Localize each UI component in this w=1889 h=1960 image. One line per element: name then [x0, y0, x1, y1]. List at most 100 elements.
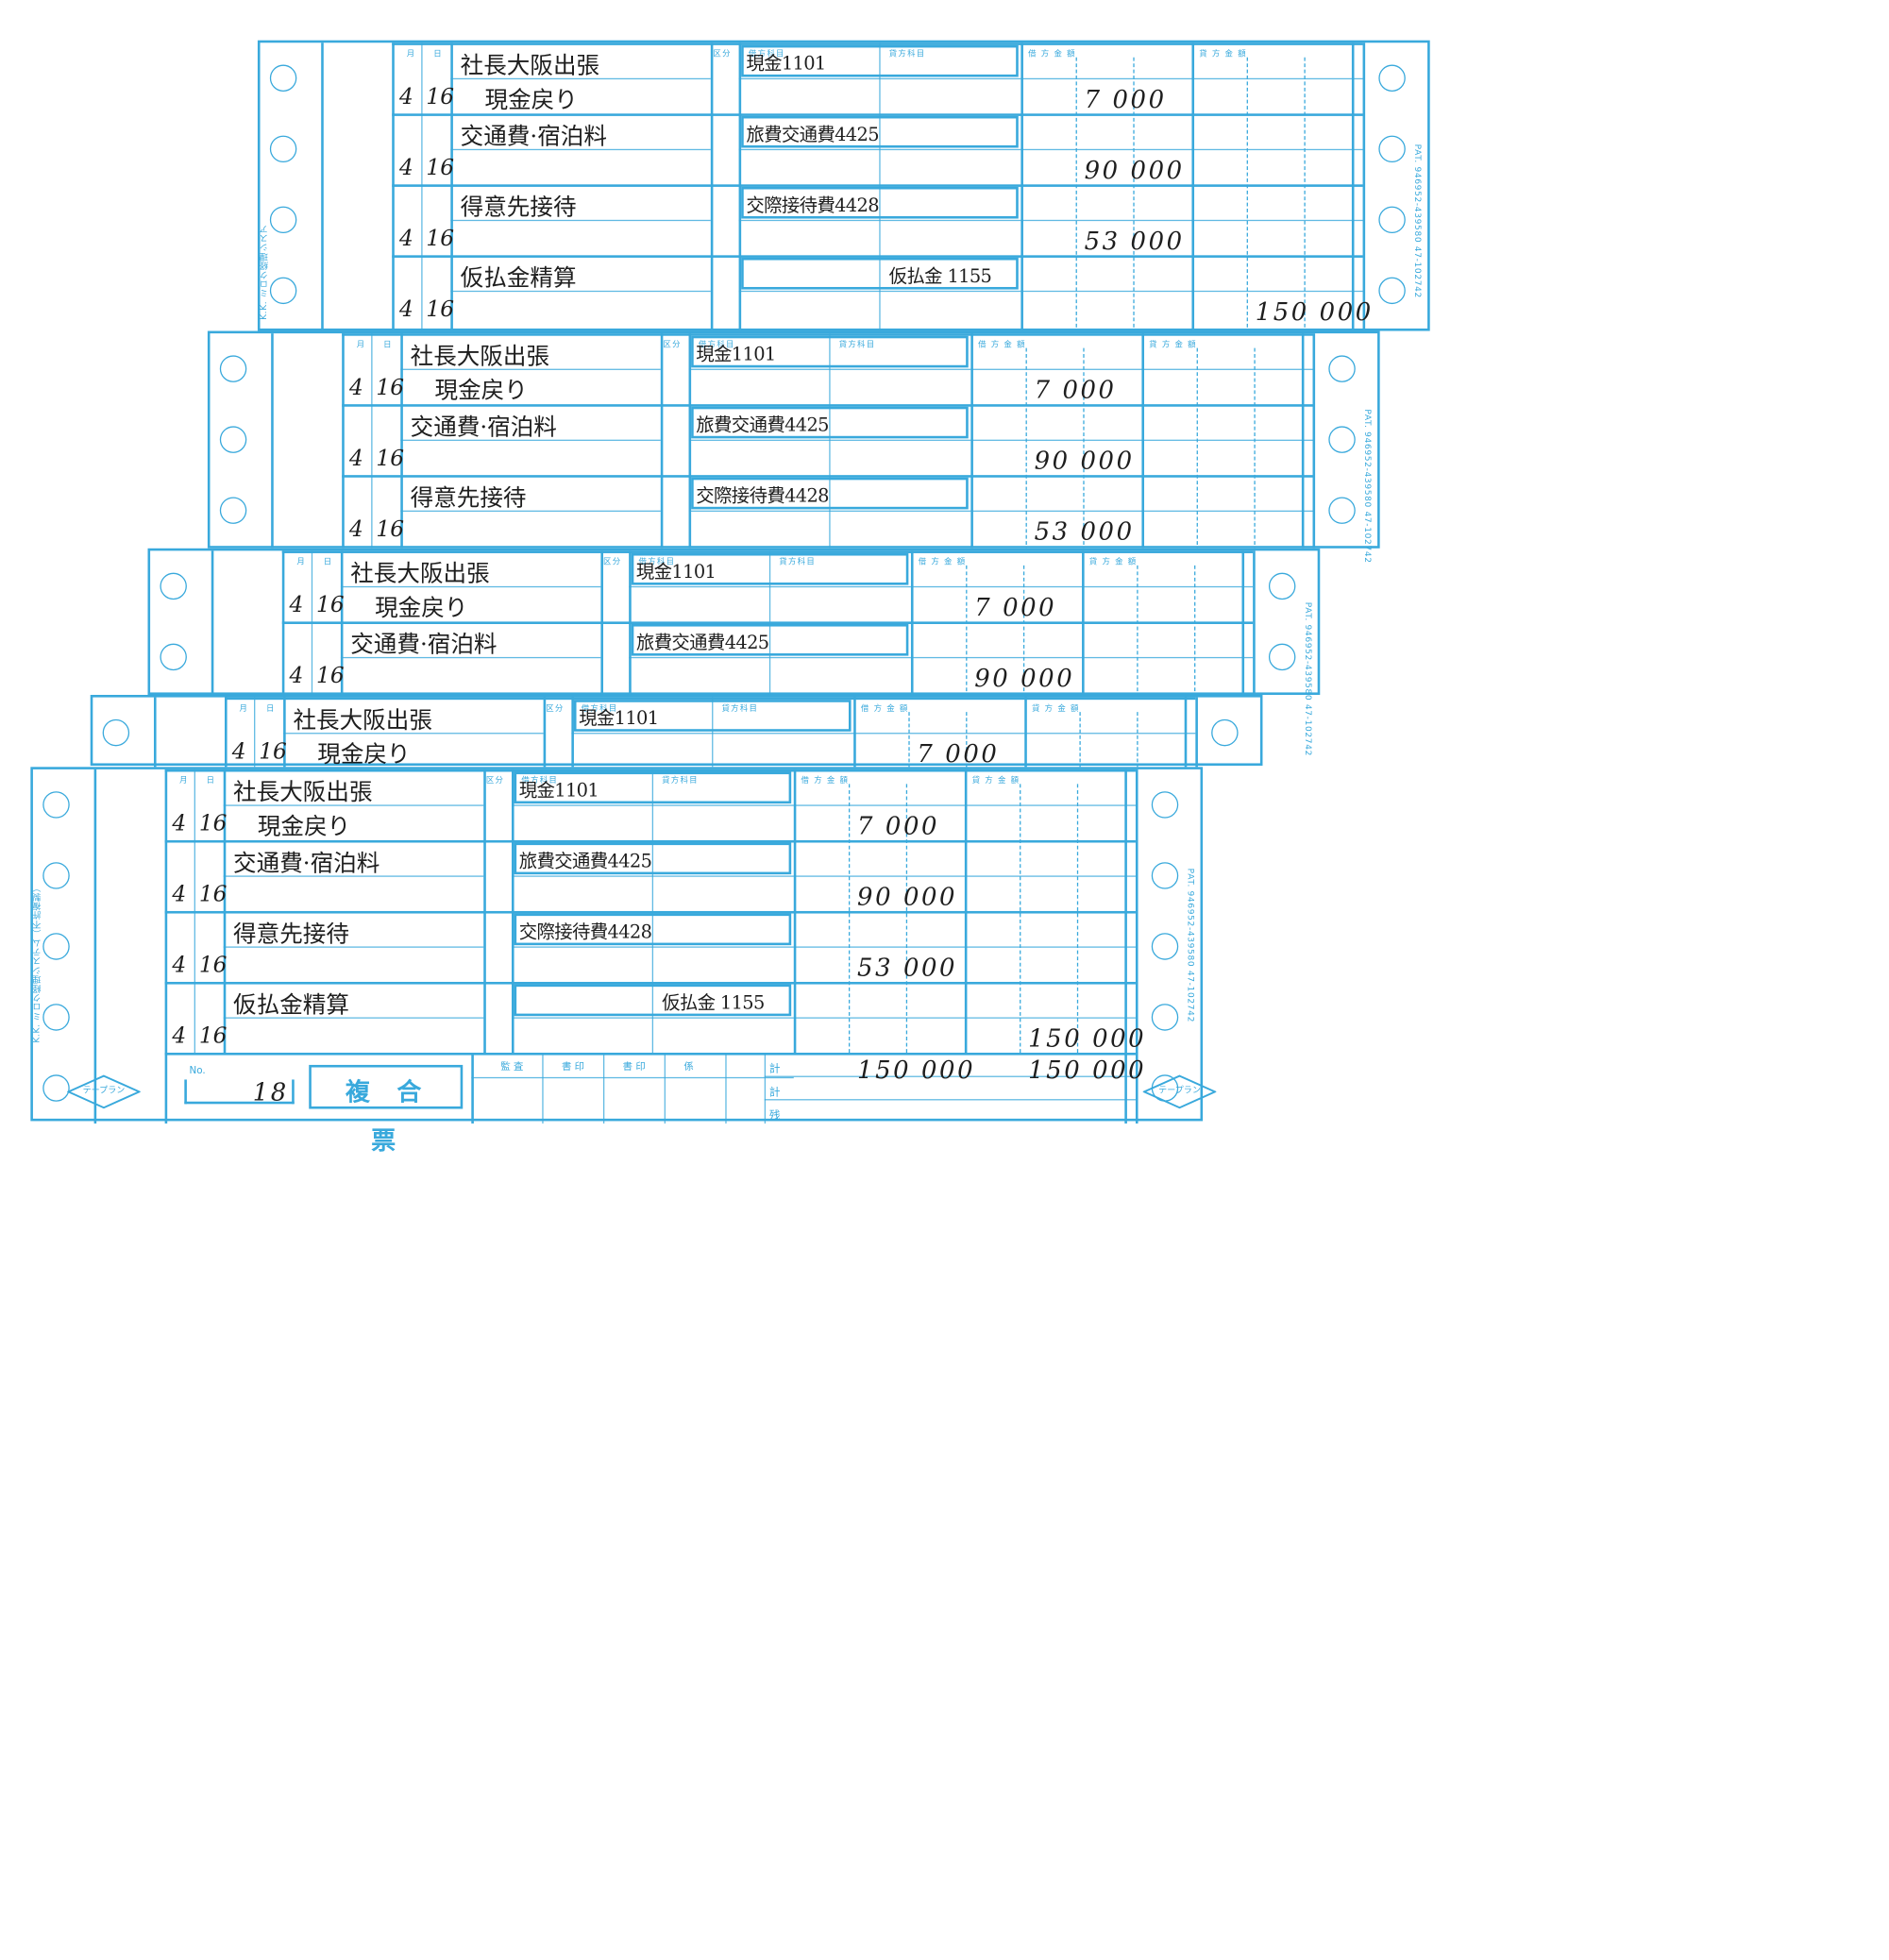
- rule-line: [400, 368, 661, 370]
- rule-line: [400, 510, 661, 512]
- kubun-header: 区分: [602, 556, 622, 567]
- rule-line: [970, 368, 1313, 370]
- credit-amount-header: 貸 方 金 額: [1149, 339, 1197, 349]
- dashed-guide: [966, 565, 968, 698]
- debit-account: 現金1101: [746, 52, 826, 75]
- rule-line: [571, 697, 574, 769]
- rule-line: [543, 697, 547, 769]
- account-box: [514, 842, 792, 875]
- rule-line: [664, 1052, 666, 1124]
- dashed-guide: [1083, 347, 1085, 551]
- rule-line: [164, 1052, 168, 1124]
- dashed-guide: [848, 784, 851, 1053]
- rule-line: [400, 333, 403, 551]
- rule-line: [340, 656, 601, 659]
- debit-amount: 53 000: [1084, 226, 1185, 256]
- tractor-hole: [160, 643, 187, 671]
- entry-description: 社長大阪出張: [350, 560, 490, 588]
- debit-amount: 90 000: [1034, 446, 1135, 476]
- credit-account-header: 貸方科目: [779, 556, 817, 567]
- tractor-hole: [1151, 1004, 1179, 1031]
- account-box: [741, 186, 1019, 219]
- brand-badge-label: テープラン: [1158, 1085, 1201, 1096]
- tractor-hole: [219, 355, 247, 382]
- rule-line: [223, 804, 484, 806]
- rule-line: [602, 1052, 605, 1124]
- tractor-hole: [219, 497, 247, 524]
- entry-day: 16: [426, 155, 455, 181]
- rule-line: [225, 697, 1196, 701]
- month-header: 月: [296, 556, 307, 567]
- month-header: 月: [406, 48, 416, 59]
- entry-description: 交通費·宿泊料: [410, 414, 557, 441]
- rule-line: [651, 769, 654, 1053]
- rule-line: [829, 333, 831, 551]
- entry-day: 16: [198, 881, 228, 908]
- tractor-hole: [42, 1004, 70, 1031]
- dashed-guide: [1076, 784, 1079, 1053]
- rule-line: [970, 510, 1313, 512]
- entry-day: 16: [198, 1022, 228, 1050]
- rule-line: [321, 42, 324, 334]
- credit-amount-header: 貸 方 金 額: [1032, 703, 1080, 714]
- entry-description: 得意先接待: [460, 194, 577, 222]
- rule-line: [853, 697, 856, 769]
- rule-line: [421, 42, 423, 334]
- rule-line: [1312, 333, 1316, 551]
- entry-description-2: 現金戻り: [434, 377, 528, 405]
- debit-account: 現金1101: [696, 343, 776, 365]
- rule-line: [793, 1017, 1136, 1019]
- rule-line: [660, 333, 664, 551]
- debit-amount: 90 000: [1084, 155, 1185, 185]
- voucher-number: 18: [252, 1076, 289, 1107]
- rule-line: [688, 333, 692, 551]
- rule-line: [1351, 42, 1355, 334]
- rule-line: [342, 333, 345, 551]
- account-box: [514, 984, 792, 1017]
- rule-line: [342, 333, 1313, 336]
- rule-line: [164, 769, 1136, 772]
- entry-day: 16: [426, 296, 455, 323]
- rule-line: [281, 550, 285, 698]
- dashed-guide: [1075, 57, 1077, 334]
- rule-line: [392, 42, 1363, 45]
- account-box: [691, 477, 969, 510]
- brand-badge-label: テープラン: [82, 1085, 126, 1096]
- debit-account: 現金1101: [635, 560, 717, 583]
- entry-day: 16: [426, 84, 455, 110]
- dashed-guide: [1133, 57, 1135, 334]
- rule-line: [738, 148, 1021, 151]
- rule-line: [793, 769, 797, 1053]
- debit-amount: 7 000: [974, 592, 1057, 622]
- tractor-hole: [1378, 206, 1406, 234]
- rule-line: [738, 77, 1021, 80]
- entry-description-2: 現金戻り: [317, 741, 411, 769]
- dashed-guide: [966, 712, 968, 769]
- rule-line: [964, 769, 968, 1053]
- debit-amount-header: 借 方 金 額: [978, 339, 1026, 349]
- tractor-hole: [1378, 135, 1406, 163]
- voucher-slip: K.K. ミロク経理システム（不許複製）PAT. 946952-439580 4…: [30, 767, 1218, 1156]
- entry-description: 仮払金精算: [460, 264, 577, 293]
- debit-account-header: 借方科目: [581, 703, 618, 714]
- tractor-hole: [1328, 497, 1356, 524]
- rule-line: [738, 290, 1021, 293]
- account-box: [631, 552, 909, 585]
- tractor-hole: [42, 1074, 70, 1102]
- account-box: [573, 700, 852, 732]
- rule-line: [1135, 1052, 1138, 1124]
- entry-day: 16: [376, 375, 405, 401]
- rule-line: [1362, 42, 1366, 334]
- rule-line: [1020, 148, 1363, 151]
- rule-line: [164, 910, 1136, 914]
- tractor-hole: [269, 206, 297, 234]
- tractor-hole: [1328, 355, 1356, 382]
- tractor-hole: [1268, 643, 1296, 671]
- rule-line: [281, 550, 1254, 553]
- entry-day: 16: [376, 516, 405, 543]
- day-header: 日: [383, 339, 393, 349]
- rule-line: [738, 219, 1021, 222]
- entry-month: 4: [231, 738, 246, 765]
- rule-line: [511, 875, 794, 877]
- debit-account-header: 借方科目: [521, 775, 559, 786]
